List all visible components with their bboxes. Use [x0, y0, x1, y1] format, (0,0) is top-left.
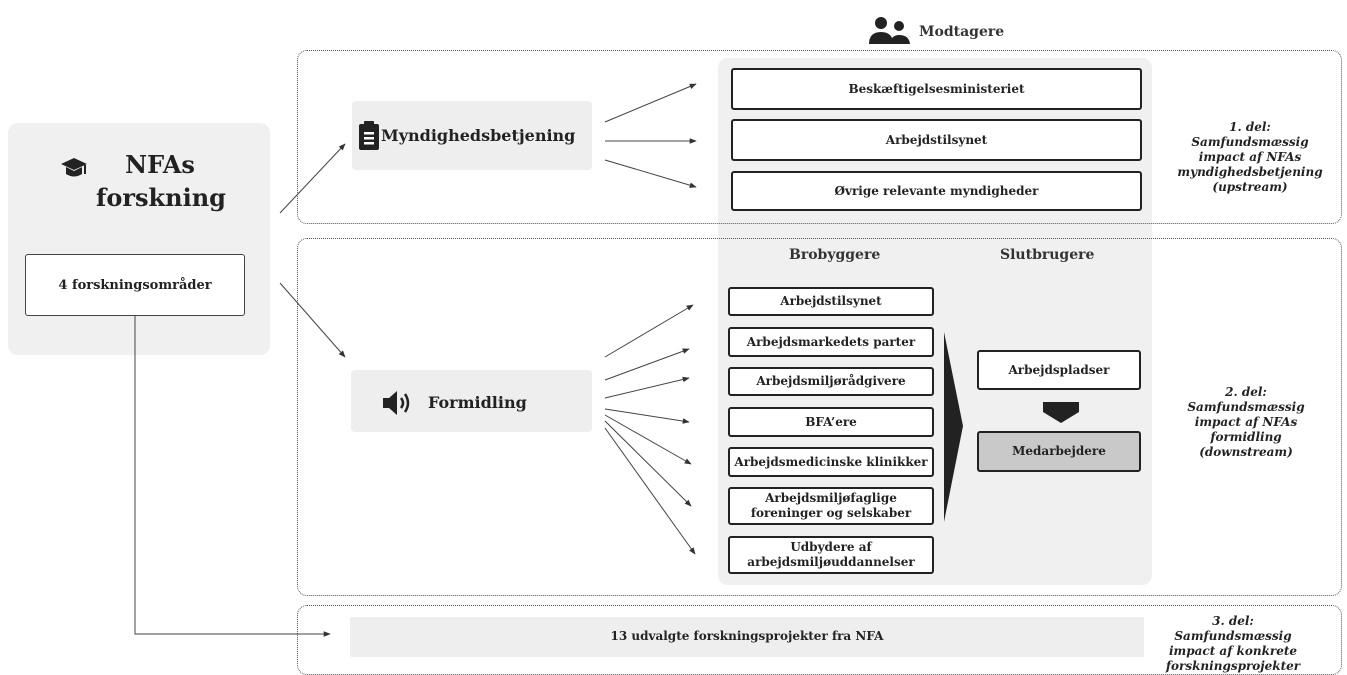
nfa-panel — [8, 123, 270, 355]
arrow-nfa-to-authority — [279, 143, 346, 214]
recipient-box: Beskæftigelsesministeriet — [731, 68, 1142, 110]
bridge-to-end-users-chevron — [944, 332, 963, 522]
connector-nfa-to-projects — [134, 316, 331, 637]
bridge-builder-box: Arbejdsmarkedets parter — [728, 327, 934, 357]
bridge-builder-box: Arbejdsmiljøfaglige foreninger og selska… — [728, 487, 934, 525]
part1-note: 1. del: Samfundsmæssig impact af NFAs my… — [1177, 120, 1323, 194]
section-dissemination-frame — [297, 238, 1342, 596]
arrow-dissemination-bridge-1 — [604, 304, 694, 358]
graduation-cap-icon — [60, 156, 88, 180]
dissemination-label: Formidling — [428, 393, 527, 412]
workplace-to-employees-arrow — [1043, 402, 1079, 423]
bridge-builder-box: Arbejdsmedicinske klinikker — [728, 447, 934, 477]
arrow-authority-recipient-3 — [604, 159, 697, 188]
recipient-box: Arbejdstilsynet — [731, 119, 1142, 161]
bridge-builders-header: Brobyggere — [789, 247, 881, 263]
nfa-title-line2: forskning — [96, 183, 226, 212]
nfa-title-line1: NFAs — [125, 150, 195, 179]
end-user-box-highlighted: Medarbejdere — [977, 431, 1141, 472]
end-user-box: Arbejdspladser — [977, 350, 1141, 390]
bridge-builder-box: Arbejdsmiljørådgivere — [728, 367, 934, 396]
arrow-dissemination-bridge-5 — [604, 414, 692, 465]
authority-label-panel — [352, 101, 592, 170]
people-icon — [868, 16, 912, 46]
arrow-dissemination-bridge-3 — [604, 376, 690, 399]
arrow-dissemination-bridge-2 — [604, 348, 690, 381]
projects-bar — [350, 617, 1144, 657]
arrow-dissemination-bridge-4 — [604, 408, 690, 424]
arrow-dissemination-bridge-7 — [604, 427, 696, 555]
arrow-nfa-to-dissemination — [279, 282, 346, 358]
section-authority-frame — [297, 50, 1342, 224]
speaker-icon — [381, 390, 413, 416]
bridge-builder-box: Arbejdstilsynet — [728, 287, 934, 316]
recipient-box: Øvrige relevante myndigheder — [731, 171, 1142, 211]
bridge-builder-box: BFA’ere — [728, 407, 934, 437]
projects-label: 13 udvalgte forskningsprojekter fra NFA — [610, 629, 884, 643]
arrow-dissemination-bridge-6 — [604, 420, 692, 507]
research-areas-box: 4 forskningsområder — [25, 254, 245, 316]
part2-note: 2. del: Samfundsmæssig impact af NFAs fo… — [1187, 385, 1305, 459]
clipboard-icon — [358, 121, 380, 151]
bridge-builder-box: Udbydere af arbejdsmiljøuddannelser — [728, 536, 934, 574]
end-users-header: Slutbrugere — [1000, 247, 1095, 263]
receivers-label: Modtagere — [919, 24, 1005, 40]
authority-label: Myndighedsbetjening — [381, 126, 576, 145]
arrow-authority-recipient-1 — [604, 83, 697, 123]
